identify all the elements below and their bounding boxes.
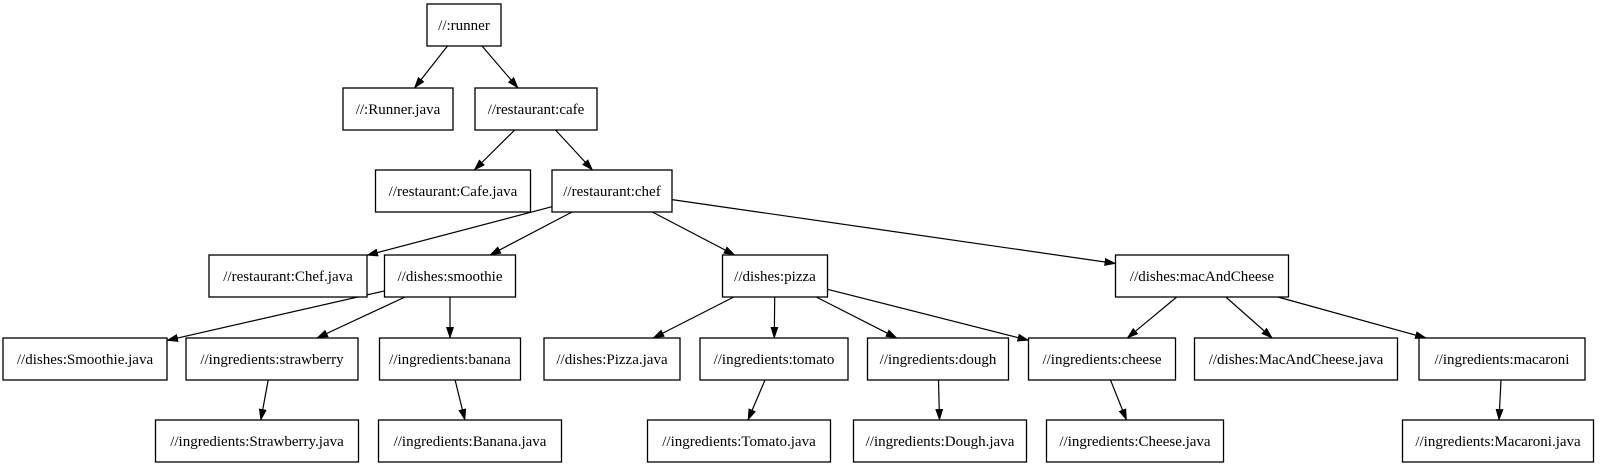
node-pizza-java: //dishes:Pizza.java (543, 337, 681, 381)
node-macaroni: //ingredients:macaroni (1418, 337, 1586, 381)
edge-chef-to-chef-java (366, 206, 553, 257)
node-label: //ingredients:banana (389, 352, 511, 368)
node-box (866, 337, 1010, 381)
node-label: //ingredients:dough (880, 352, 997, 368)
node-cheese: //ingredients:cheese (1027, 337, 1177, 381)
node-box (377, 419, 563, 463)
node-label: //restaurant:cafe (488, 102, 585, 118)
node-label: //ingredients:Tomato.java (662, 434, 816, 450)
node-box (378, 337, 522, 381)
node-label: //dishes:Smoothie.java (17, 352, 154, 368)
node-box (208, 254, 368, 298)
node-dough-java: //ingredients:Dough.java (852, 419, 1028, 463)
node-smoothie: //dishes:smoothie (383, 254, 517, 298)
node-box (1401, 419, 1595, 463)
node-box (721, 254, 829, 298)
node-label: //ingredients:strawberry (200, 352, 344, 368)
node-box (374, 169, 532, 213)
node-label: //ingredients:Banana.java (394, 434, 547, 450)
node-label: //ingredients:Dough.java (866, 434, 1015, 450)
node-box (383, 254, 517, 298)
node-box (342, 87, 454, 131)
node-box (852, 419, 1028, 463)
edge-strawberry-to-strawberry-java (258, 379, 269, 421)
node-label: //restaurant:Chef.java (223, 269, 353, 285)
node-strawberry: //ingredients:strawberry (185, 337, 359, 381)
node-box (551, 169, 673, 213)
edge-mac-and-cheese-to-macaroni (1277, 296, 1428, 339)
edge-cheese-to-cheese-java (1109, 379, 1128, 421)
edges-layer (166, 45, 1504, 421)
edge-pizza-to-cheese (827, 288, 1030, 342)
node-chef: //restaurant:chef (551, 169, 673, 213)
nodes-layer: //:runner //:Runner.java //restaurant:cafe… (2, 3, 1595, 463)
edge-chef-to-pizza (652, 211, 736, 256)
node-label: //dishes:pizza (734, 269, 816, 285)
node-box (1027, 337, 1177, 381)
edge-banana-to-banana-java (454, 379, 467, 421)
node-box (699, 337, 849, 381)
edge-chef-to-mac-and-cheese (671, 199, 1117, 266)
edge-pizza-to-dough (815, 296, 898, 339)
node-box (1418, 337, 1586, 381)
node-smoothie-java: //dishes:Smoothie.java (2, 337, 168, 381)
node-box (1114, 254, 1290, 298)
node-box (1045, 419, 1225, 463)
node-chef-java: //restaurant:Chef.java (208, 254, 368, 298)
edge-chef-to-smoothie (489, 211, 573, 256)
node-box (185, 337, 359, 381)
node-cheese-java: //ingredients:Cheese.java (1045, 419, 1225, 463)
node-label: //dishes:MacAndCheese.java (1209, 352, 1384, 368)
node-label: //restaurant:chef (563, 184, 660, 200)
node-tomato: //ingredients:tomato (699, 337, 849, 381)
edge-cafe-to-chef (555, 129, 594, 171)
node-label: //ingredients:macaroni (1435, 352, 1570, 368)
edge-dough-to-dough-java (935, 379, 944, 421)
edge-runner-to-cafe (481, 45, 519, 89)
node-label: //restaurant:Cafe.java (389, 184, 518, 200)
node-label: //ingredients:Cheese.java (1059, 434, 1211, 450)
node-mac-and-cheese-java: //dishes:MacAndCheese.java (1193, 337, 1399, 381)
edge-runner-to-runner-java (413, 45, 448, 89)
node-label: //:runner (438, 18, 490, 34)
node-box (426, 3, 502, 47)
edge-mac-and-cheese-to-mac-and-cheese-java (1225, 296, 1273, 339)
edge-smoothie-to-smoothie-java (166, 290, 385, 342)
edge-tomato-to-tomato-java (747, 379, 766, 421)
node-box (543, 337, 681, 381)
node-strawberry-java: //ingredients:Strawberry.java (154, 419, 360, 463)
node-banana: //ingredients:banana (378, 337, 522, 381)
node-banana-java: //ingredients:Banana.java (377, 419, 563, 463)
node-runner: //:runner (426, 3, 502, 47)
node-label: //dishes:macAndCheese (1130, 269, 1274, 285)
node-dough: //ingredients:dough (866, 337, 1010, 381)
node-box (474, 87, 598, 131)
node-label: //ingredients:tomato (714, 352, 835, 368)
node-cafe: //restaurant:cafe (474, 87, 598, 131)
node-label: //ingredients:Strawberry.java (170, 434, 344, 450)
edge-pizza-to-pizza-java (652, 296, 735, 339)
node-label: //:Runner.java (356, 102, 441, 118)
node-box (646, 419, 832, 463)
node-box (154, 419, 360, 463)
edge-mac-and-cheese-to-cheese (1126, 296, 1178, 339)
node-tomato-java: //ingredients:Tomato.java (646, 419, 832, 463)
edge-smoothie-to-strawberry (316, 296, 406, 339)
node-label: //ingredients:cheese (1042, 352, 1161, 368)
node-mac-and-cheese: //dishes:macAndCheese (1114, 254, 1290, 298)
node-cafe-java: //restaurant:Cafe.java (374, 169, 532, 213)
node-box (2, 337, 168, 381)
node-pizza: //dishes:pizza (721, 254, 829, 298)
node-label: //ingredients:Macaroni.java (1415, 434, 1581, 450)
node-box (1193, 337, 1399, 381)
node-label: //dishes:smoothie (398, 269, 503, 285)
edge-cafe-to-cafe-java (473, 129, 516, 171)
node-runner-java: //:Runner.java (342, 87, 454, 131)
edge-macaroni-to-macaroni-java (1495, 379, 1504, 421)
node-macaroni-java: //ingredients:Macaroni.java (1401, 419, 1595, 463)
node-label: //dishes:Pizza.java (556, 352, 668, 368)
